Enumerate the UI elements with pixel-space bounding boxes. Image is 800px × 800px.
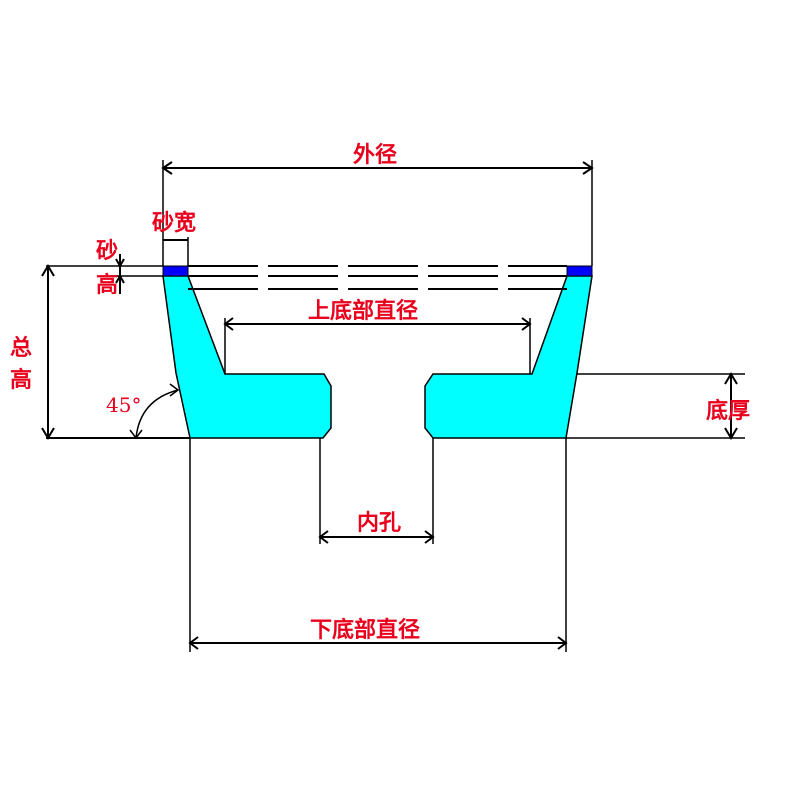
total-height-dimension bbox=[41, 264, 190, 440]
upper-base-diameter-dimension bbox=[223, 317, 532, 374]
inner-hole-dimension bbox=[318, 438, 435, 544]
label-total-height-1: 总 bbox=[10, 335, 32, 361]
lower-base-diameter-dimension bbox=[188, 438, 568, 652]
wheel-body bbox=[162, 275, 593, 439]
label-abrasive-height-1: 砂 bbox=[96, 238, 118, 264]
abrasive-left bbox=[162, 265, 189, 277]
abrasive-width-dimension bbox=[163, 237, 189, 266]
outer-diameter-dimension bbox=[161, 160, 594, 266]
label-abrasive-height-2: 高 bbox=[96, 272, 118, 298]
label-upper-base-diameter: 上底部直径 bbox=[308, 298, 418, 324]
label-outer-diameter: 外径 bbox=[353, 142, 397, 168]
label-total-height-2: 高 bbox=[10, 367, 32, 393]
abrasive-right bbox=[566, 265, 593, 277]
abrasive-height-dimension bbox=[46, 254, 163, 294]
label-inner-hole: 内孔 bbox=[357, 510, 401, 536]
label-angle: 45° bbox=[106, 393, 141, 417]
base-thickness-dimension bbox=[566, 372, 745, 440]
label-abrasive-width: 砂宽 bbox=[152, 210, 196, 236]
label-lower-base-diameter: 下底部直径 bbox=[310, 617, 420, 643]
angle-marker bbox=[129, 383, 180, 440]
label-base-thickness: 底厚 bbox=[706, 398, 750, 424]
abrasive-dashed-lines bbox=[188, 265, 567, 290]
